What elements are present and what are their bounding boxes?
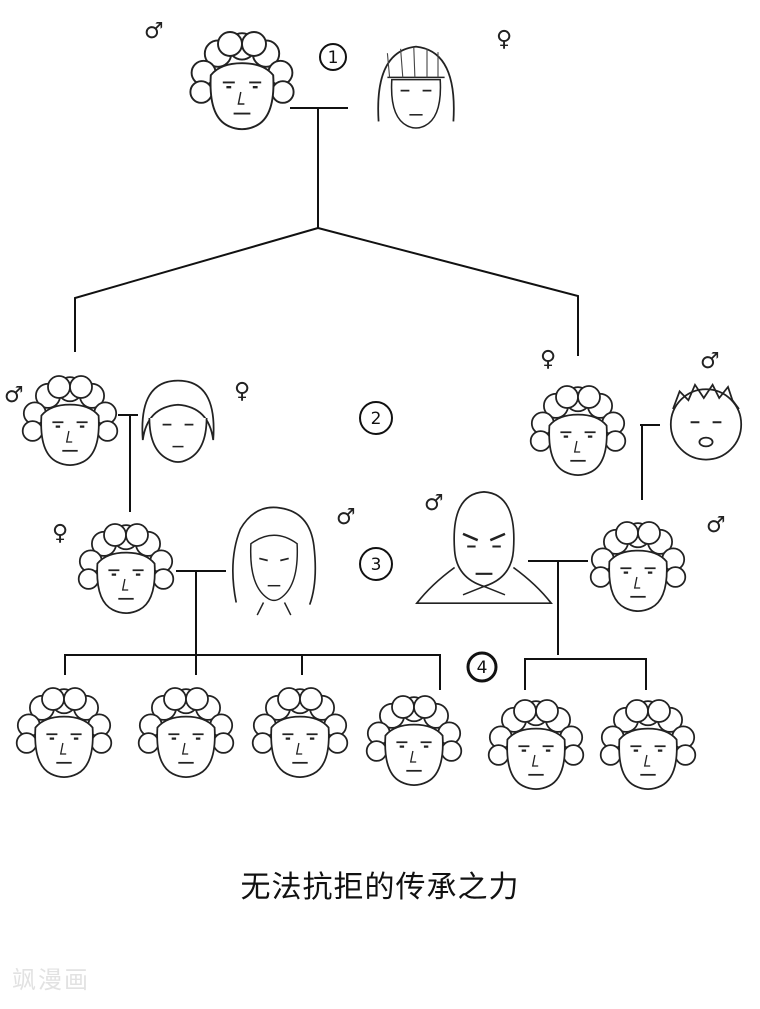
g4-child-portrait — [251, 686, 349, 779]
g4-child-portrait — [599, 698, 697, 791]
male-symbol-icon: ♂ — [4, 383, 24, 408]
g3-granddaughter-husband-portrait — [231, 506, 317, 616]
g3-grandson-portrait — [589, 520, 687, 613]
g1-father-portrait — [189, 30, 295, 131]
watermark-logo: 飒漫画 — [12, 966, 90, 994]
generation-marker-2: 2 — [359, 401, 393, 435]
g4-child-portrait — [15, 686, 113, 779]
caption: 无法抗拒的传承之力 — [240, 870, 520, 905]
male-symbol-icon: ♂ — [424, 491, 444, 516]
g4-child-portrait — [365, 694, 463, 787]
female-symbol-icon: ♀ — [540, 347, 556, 372]
generation-marker-1: 1 — [319, 43, 347, 71]
generation-label: 4 — [477, 658, 488, 678]
female-symbol-icon: ♀ — [496, 27, 512, 52]
female-symbol-icon: ♀ — [234, 379, 250, 404]
male-symbol-icon: ♂ — [706, 513, 726, 538]
g4-child-portrait — [137, 686, 235, 779]
g3-granddaughter-portrait — [77, 522, 175, 615]
generation-marker-4: 4 — [466, 651, 498, 683]
tree-connectors — [64, 107, 660, 690]
g2-son-portrait — [21, 374, 119, 467]
generation-label: 1 — [328, 48, 339, 68]
g2-son-wife-portrait — [141, 379, 215, 463]
male-symbol-icon: ♂ — [336, 505, 356, 530]
male-symbol-icon: ♂ — [700, 349, 720, 374]
generation-label: 3 — [371, 555, 382, 575]
g2-daughter-portrait — [529, 384, 627, 477]
g2-daughter-husband-portrait — [669, 383, 743, 461]
male-symbol-icon: ♂ — [144, 19, 164, 44]
g4-child-portrait — [487, 698, 585, 791]
generation-label: 2 — [371, 409, 382, 429]
female-symbol-icon: ♀ — [52, 521, 68, 546]
generation-marker-3: 3 — [359, 547, 393, 581]
g1-mother-portrait — [377, 45, 455, 129]
